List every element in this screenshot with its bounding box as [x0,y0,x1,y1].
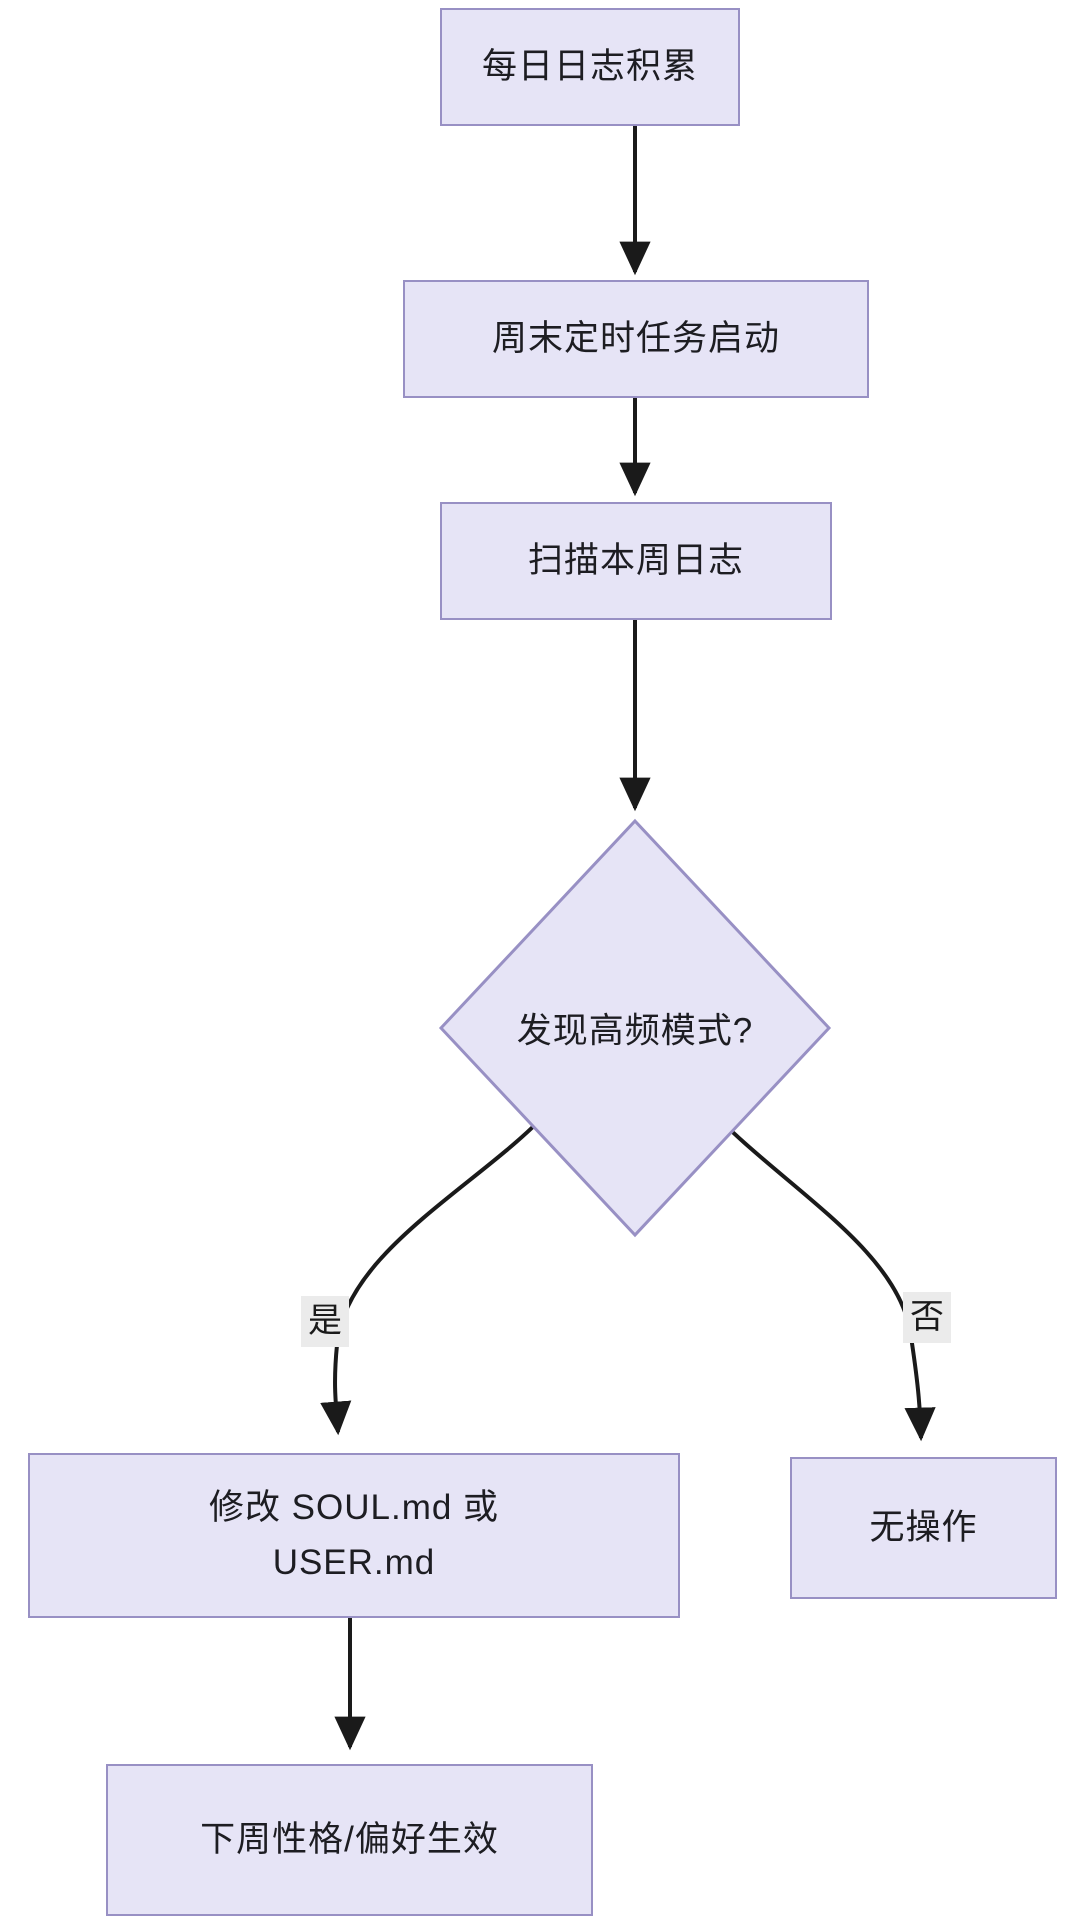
node-weekend-scheduled-task-start[interactable]: 周末定时任务启动 [403,280,869,398]
node-label: 周末定时任务启动 [491,318,780,358]
node-label: 每日日志积累 [481,46,698,86]
node-next-week-personality-preference-active[interactable]: 下周性格/偏好生效 [106,1764,593,1916]
diamond-shape-icon [438,818,832,1238]
node-modify-soul-or-user-md[interactable]: 修改 SOUL.md 或 USER.md [28,1453,680,1618]
node-label: 下周性格/偏好生效 [200,1819,499,1859]
edge-label-text: 是 [308,1302,342,1340]
node-label: 修改 SOUL.md 或 USER.md [208,1488,500,1582]
node-label: 扫描本周日志 [527,540,744,580]
node-label: 发现高频模式? [516,1011,754,1051]
edge-label-no: 否 [903,1292,951,1343]
node-decision-high-frequency-pattern[interactable]: 发现高频模式? [438,818,832,1238]
node-label: 无操作 [869,1507,978,1547]
edge-label-yes: 是 [301,1296,349,1347]
edge-label-text: 否 [910,1298,944,1336]
node-scan-weekly-logs[interactable]: 扫描本周日志 [440,502,832,620]
node-daily-log-accumulation[interactable]: 每日日志积累 [440,8,740,126]
node-no-action[interactable]: 无操作 [790,1457,1057,1599]
